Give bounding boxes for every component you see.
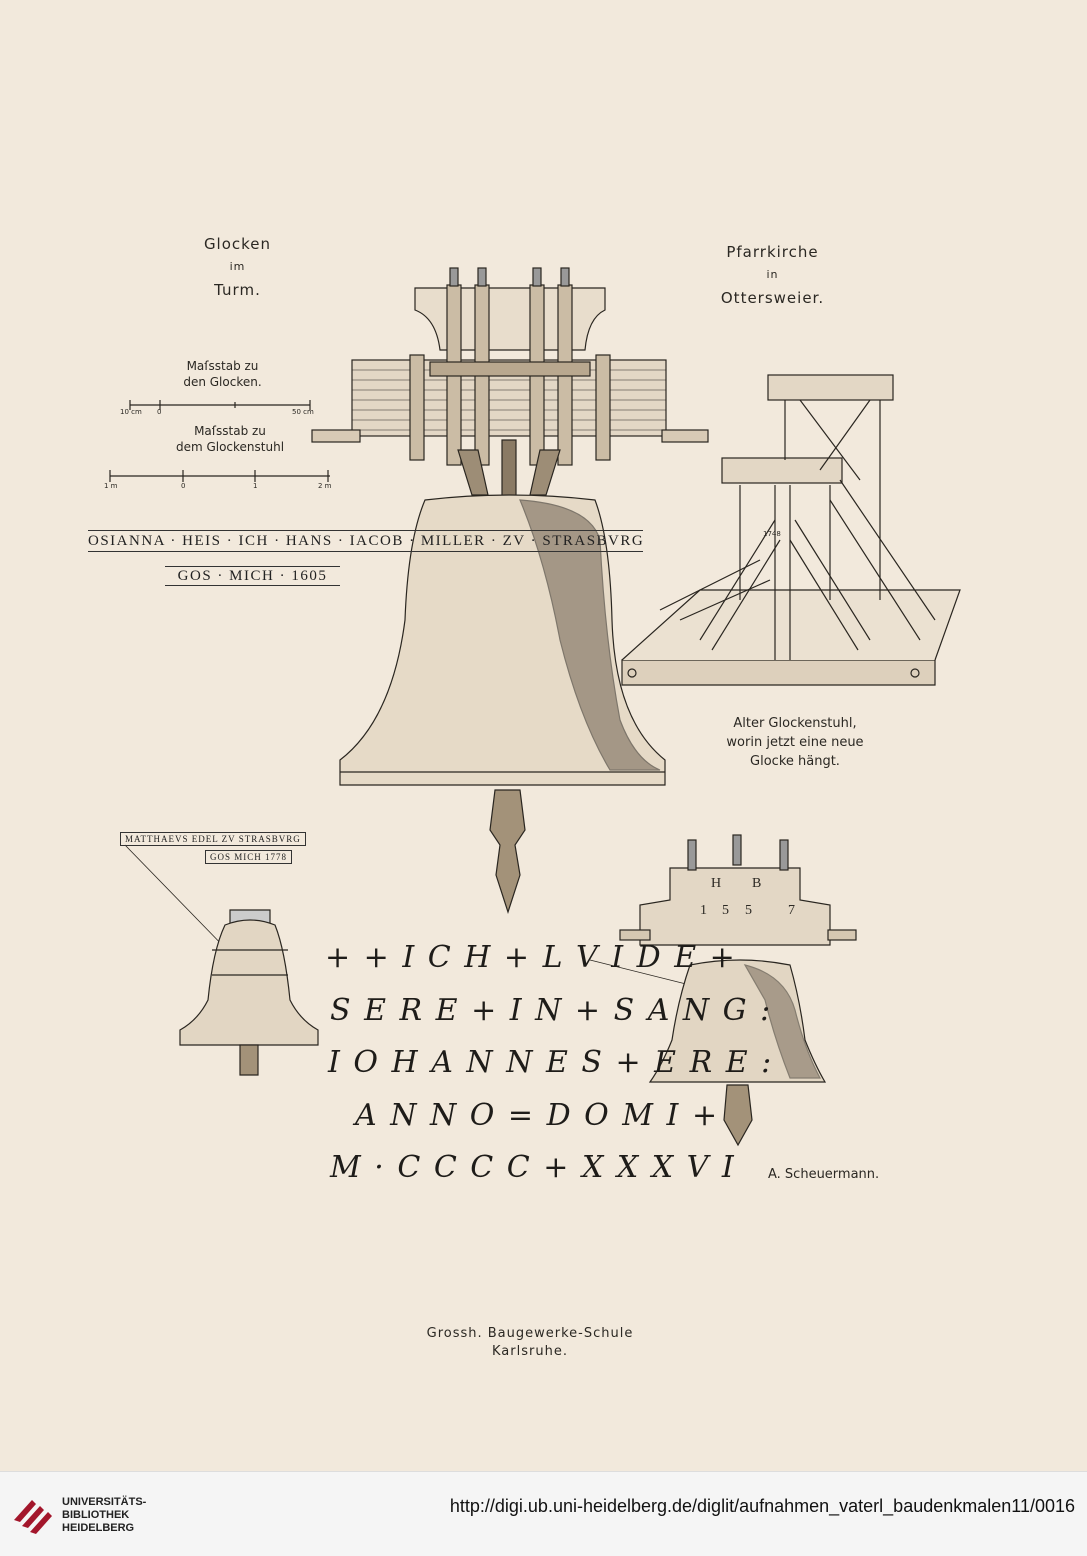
inscription-line: M · C C C C + X X X V I	[330, 1150, 736, 1185]
scale1-label-line: Maſsstab zu	[186, 359, 259, 373]
title-left-line: Glocken	[203, 235, 272, 253]
frame-caption-line: Glocke hängt.	[750, 754, 840, 769]
bell-letter: 7	[788, 903, 795, 918]
title-right: Pfarrkirche in Ottersweier.	[690, 238, 855, 312]
scale2-tick: 1 m	[104, 482, 118, 490]
inscription-line: + + I C H + L V I D E +	[325, 940, 737, 975]
inscription-line: I O H A N N E S + E R E :	[328, 1045, 774, 1080]
library-logo-icon	[14, 1500, 52, 1534]
small-bell-left	[124, 844, 319, 1076]
title-left-line: im	[229, 260, 246, 273]
bell-inscription-banner: OSIANNA · HEIS · ICH · HANS · IACOB · MI…	[88, 530, 643, 552]
scale1-label-line: den Glocken.	[183, 375, 262, 389]
scale1-tick: 10 cm	[120, 408, 142, 416]
scale1-label: Maſsstab zu den Glocken.	[150, 358, 295, 390]
school-name-line: Grossh. Baugewerke-Schule	[426, 1326, 634, 1341]
logo-line: UNIVERSITÄTS-	[62, 1496, 147, 1508]
title-right-line: in	[766, 268, 779, 281]
bell-letter: 5	[745, 903, 752, 918]
scale2-tick: 0	[181, 482, 186, 490]
title-right-line: Pfarrkirche	[726, 243, 819, 261]
bell-letter: 5	[722, 903, 729, 918]
title-right-line: Ottersweier.	[720, 289, 825, 307]
frame-caption: Alter Glockenstuhl, worin jetzt eine neu…	[700, 714, 890, 771]
bell-letter: 1	[700, 903, 707, 918]
frame-caption-line: worin jetzt eine neue	[726, 735, 864, 750]
drawings	[109, 267, 961, 1147]
bell-frame	[621, 374, 961, 686]
school-name: Grossh. Baugewerke-Schule Karlsruhe.	[380, 1325, 680, 1361]
scale-bars	[109, 400, 330, 482]
bell-inscription-banner-year: GOS · MICH · 1605	[165, 566, 340, 586]
inscription-line: A N N O = D O M I +	[355, 1098, 720, 1133]
small-bell-inscription-year: GOS MICH 1778	[205, 850, 293, 864]
logo-line: HEIDELBERG	[62, 1522, 135, 1534]
scale1-tick: 0	[157, 408, 162, 416]
scale2-label: Maſsstab zu dem Glockenstuhl	[150, 423, 310, 455]
scale2-tick: 2 m	[318, 482, 332, 490]
bell-letter: H	[711, 876, 722, 891]
scale2-label-line: dem Glockenstuhl	[175, 440, 285, 454]
library-logo-text: UNIVERSITÄTS- BIBLIOTHEK HEIDELBERG	[62, 1496, 146, 1535]
signature: A. Scheuermann.	[768, 1167, 880, 1182]
small-bell-inscription: MATTHAEVS EDEL ZV STRASBVRG	[120, 832, 306, 846]
frame-mark: 1748	[763, 530, 781, 538]
big-bell-yoke	[311, 267, 709, 501]
title-left: Glocken im Turm.	[180, 230, 295, 304]
scale1-tick: 50 cm	[292, 408, 314, 416]
big-bell	[339, 494, 666, 914]
bell-letter: B	[752, 876, 762, 891]
plate: Glocken im Turm. Pfarrkirche in Otterswe…	[88, 230, 961, 1361]
footer: UNIVERSITÄTS- BIBLIOTHEK HEIDELBERG http…	[0, 1471, 1087, 1556]
small-bell-right	[589, 834, 857, 1147]
title-left-line: Turm.	[214, 281, 261, 299]
scale2-tick: 1	[253, 482, 258, 490]
frame-caption-line: Alter Glockenstuhl,	[733, 716, 857, 731]
scale2-label-line: Maſsstab zu	[194, 424, 266, 438]
logo-line: BIBLIOTHEK	[62, 1509, 130, 1521]
school-name-line: Karlsruhe.	[492, 1344, 568, 1359]
inscription-line: S E R E + I N + S A N G :	[330, 993, 773, 1028]
source-url[interactable]: http://digi.ub.uni-heidelberg.de/diglit/…	[449, 1496, 1075, 1516]
